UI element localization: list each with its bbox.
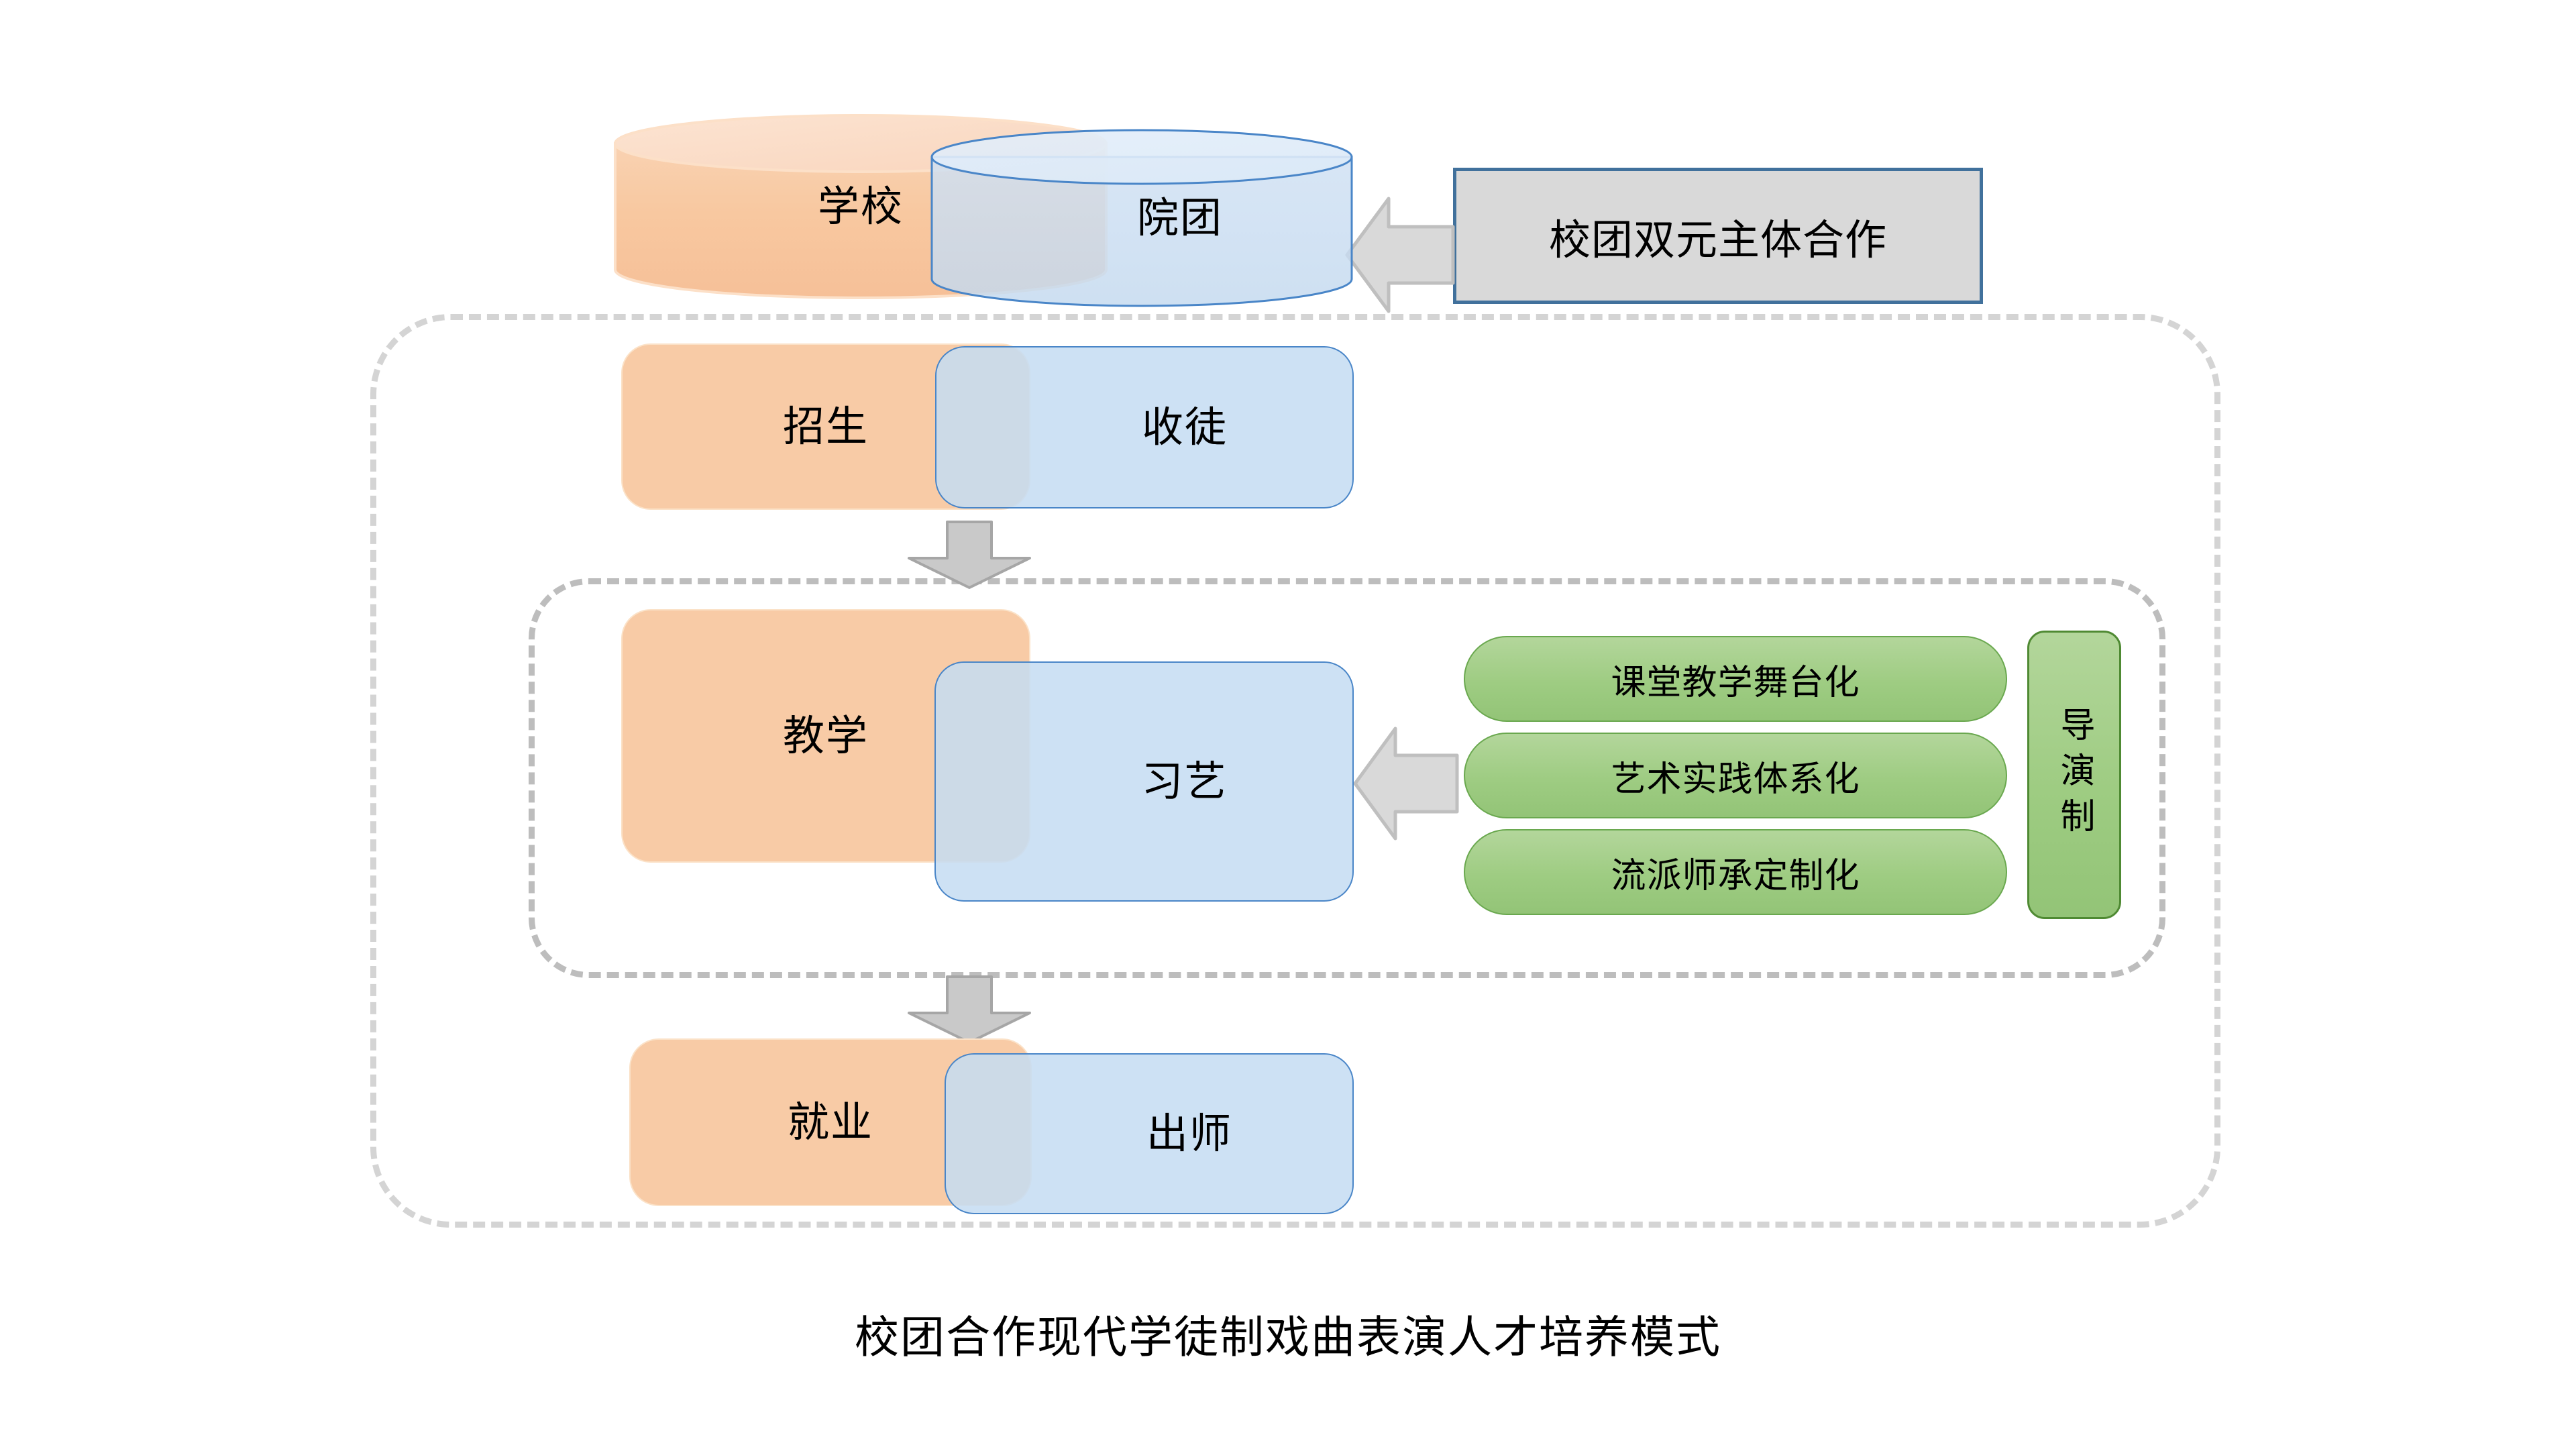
school-cylinder-label: 学校 (817, 182, 904, 231)
stage-3-right-label: 出师 (1146, 1109, 1232, 1158)
cooperation-left-arrow-icon (1344, 195, 1456, 315)
troupe-cylinder-label: 院团 (1136, 193, 1223, 242)
stage-2-right-box: 习艺 (934, 661, 1354, 902)
measure-pill-2-label: 艺术实践体系化 (1611, 759, 1860, 800)
diagram-caption: 校团合作现代学徒制戏曲表演人才培养模式 (0, 1301, 2576, 1366)
troupe-cylinder (930, 127, 1354, 309)
outer-dashed-frame (370, 314, 2220, 1228)
stage-1-left-label: 招生 (782, 402, 869, 451)
stage-3-right-box: 出师 (945, 1053, 1354, 1214)
stage-2-right-label: 习艺 (1141, 757, 1228, 806)
measure-pill-1-label: 课堂教学舞台化 (1611, 662, 1860, 703)
measure-pill-1: 课堂教学舞台化 (1464, 636, 2007, 722)
inner-dashed-frame (529, 578, 2165, 978)
cooperation-callout-label: 校团双元主体合作 (1548, 215, 1887, 264)
director-system-badge: 导演制 (2027, 631, 2121, 919)
cooperation-callout-box: 校团双元主体合作 (1453, 168, 1983, 304)
measure-pill-2: 艺术实践体系化 (1464, 733, 2007, 818)
diagram-caption-text: 校团合作现代学徒制戏曲表演人才培养模式 (855, 1311, 1721, 1363)
stage-2-left-label: 教学 (782, 711, 869, 760)
measure-pill-3: 流派师承定制化 (1464, 829, 2007, 915)
measure-pill-3-label: 流派师承定制化 (1611, 855, 1860, 896)
stage-1-to-2-down-arrow-icon (906, 519, 1033, 590)
stage-1-right-label: 收徒 (1141, 402, 1228, 451)
stage-2-to-3-down-arrow-icon (906, 974, 1033, 1045)
director-system-label: 导演制 (2054, 706, 2094, 843)
stage-1-right-box: 收徒 (935, 346, 1354, 508)
measures-left-arrow-icon (1352, 724, 1460, 843)
stage-3-left-label: 就业 (787, 1097, 873, 1146)
